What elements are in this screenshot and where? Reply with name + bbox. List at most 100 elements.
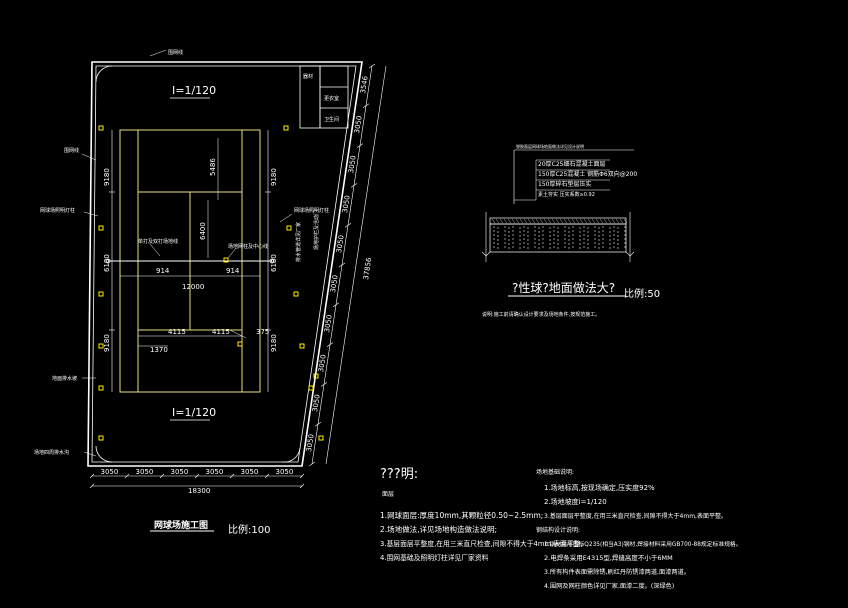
- label-net-post: 场地网柱及中心线: [228, 243, 268, 250]
- room-block-right: [319, 65, 349, 129]
- notes-item-1: 1.网球面层:厚度10mm,其颗粒径0.50~2.5mm;: [380, 510, 543, 520]
- light-post-marker: [98, 435, 104, 441]
- dim-914-right: 914: [226, 267, 240, 275]
- light-post-marker: [98, 291, 104, 297]
- dim-diagonal-seg: 3050: [329, 274, 340, 293]
- section-detail-text: 塑胶面层网球场地面做法详见设计说明 20厚C25细石混凝土面层 150厚C25混…: [482, 143, 660, 318]
- light-post-marker: [237, 341, 243, 347]
- section-title: ?性球?地面做法大?: [512, 280, 615, 295]
- dim-bottom-seg: 3050: [241, 468, 259, 476]
- label-room-2: 更衣室: [324, 95, 339, 102]
- net-post-left: [105, 258, 111, 264]
- label-room-3: 卫生间: [324, 116, 339, 123]
- dim-right-mid: 6180: [270, 254, 278, 272]
- slope-label-bottom: I=1/120: [172, 406, 216, 419]
- corner-arc-br: [281, 447, 301, 463]
- dim-diagonal-seg: 3050: [353, 115, 364, 134]
- section-layer-1: 20厚C25细石混凝土面层: [538, 160, 605, 168]
- notes-col2-item-3: 3.基层面层平整度,在用三米直尺检查,间隙不得大于4mm,表面平整。: [544, 512, 727, 520]
- light-post-marker: [283, 125, 289, 131]
- diagonal-dim-labels: 3546 3050 3050 3050 3050 3050 3050 3050 3050 3050: [305, 75, 370, 453]
- section-layer-3: 150厚碎石垫层压实: [538, 180, 591, 188]
- dim-right-top: 9180: [270, 168, 278, 186]
- dim-bottom-seg: 3050: [171, 468, 189, 476]
- section-note: 说明:施工前请确认设计要求及场地条件,按规范施工。: [482, 311, 600, 318]
- plan-scale: 比例:100: [228, 523, 270, 536]
- dim-left-top: 9180: [103, 168, 111, 186]
- light-post-marker: [293, 291, 299, 297]
- dim-4115-right: 4115: [212, 328, 230, 336]
- net-post-right: [269, 258, 275, 264]
- light-post-marker: [313, 373, 319, 379]
- dim-diagonal-seg: 3050: [317, 354, 328, 373]
- section-detail: [481, 149, 635, 297]
- label-fence-left: 围网线: [64, 147, 79, 154]
- section-base-layer: [489, 223, 627, 253]
- dim-diagonal-seg: 3050: [335, 235, 346, 254]
- light-post-marker: [98, 343, 104, 349]
- dim-right-bottom: 9180: [270, 334, 278, 352]
- fence-outer: [87, 61, 363, 467]
- notes-col3-item-4: 4.围网及网柱颜色详见厂家,面漆二度。(深绿色): [544, 582, 674, 590]
- section-hatch: [491, 218, 628, 249]
- label-court-line: 单打及双打场地线: [138, 238, 178, 245]
- fence-inner: [91, 65, 357, 463]
- label-room-1: 器材: [303, 73, 313, 80]
- label-corner-bottom: 场地四周排水沟: [34, 449, 69, 456]
- label-right-vertical: 场地护栏及活动门: [313, 210, 320, 250]
- light-post-marker: [98, 385, 104, 391]
- dim-diagonal-seg: 3050: [311, 394, 322, 413]
- dim-bottom-seg: 3050: [136, 468, 154, 476]
- label-fence-top: 围网线: [168, 49, 183, 56]
- light-post-marker: [318, 435, 324, 441]
- section-layer-2: 150厚C25混凝土 钢筋Φ6双向@200: [538, 170, 637, 178]
- dim-12000: 12000: [182, 283, 204, 291]
- light-post-marker: [286, 225, 292, 231]
- notes-col3-heading: 钢结构设计说明:: [536, 526, 580, 534]
- light-post-marker: [299, 343, 305, 349]
- notes-col3-item-1: 1.钢材采用国标Q235(相当A3)钢材,焊接材料采用GB700-88规定标准规…: [544, 540, 742, 548]
- notes-item-2: 2.场地做法,详见场地构造做法说明;: [380, 524, 497, 534]
- dim-left-bottom: 9180: [103, 334, 111, 352]
- notes-col2-item-2: 2.场地坡度i=1/120: [544, 497, 607, 506]
- corner-arc-tl: [95, 65, 113, 83]
- dim-diagonal-seg: 3546: [359, 75, 370, 94]
- dim-bottom-seg: 3050: [206, 468, 224, 476]
- dim-375: 375: [256, 328, 269, 336]
- label-drain-left: 地面排水坡: [52, 375, 77, 382]
- dim-diagonal-seg: 3050: [347, 155, 358, 174]
- dim-diagonal-seg: 3050: [341, 195, 352, 214]
- notes-col3-item-3: 3.所有构件表面需除锈,刷红丹防锈漆两道,面漆两道。: [544, 568, 690, 576]
- plan-title: 网球场施工图: [154, 519, 208, 531]
- label-light-right: 网球场照明灯柱: [294, 207, 329, 214]
- dim-bottom-seg: 3050: [276, 468, 294, 476]
- section-layer-4: 素土夯实 压实系数≥0.92: [538, 191, 595, 198]
- dim-4115-left: 4115: [168, 328, 186, 336]
- corner-arc-bl: [95, 445, 113, 463]
- dim-diagonal-seg: 3050: [323, 314, 334, 333]
- dim-bottom-seg: 3050: [101, 468, 119, 476]
- bottom-dim-labels: 3050 3050 3050 3050 3050 3050: [101, 468, 294, 476]
- notes-heading: ???明:: [380, 467, 418, 482]
- label-pipe-right: 排水管道详见厂家: [295, 222, 302, 262]
- section-header: 塑胶面层网球场地面做法详见设计说明: [516, 143, 584, 149]
- notes-col2-item-1: 1.场地标高,按现场确定,压实度92%: [544, 483, 655, 492]
- court-plan-text: I=1/120 I=1/120 围网线 围网线 网球场照明灯柱 地面排水坡 场地…: [34, 49, 373, 536]
- notes-sub: 面层: [382, 491, 394, 498]
- dim-inner-mid: 6400: [199, 222, 207, 240]
- notes-col2-heading: 场地基础说明:: [536, 468, 574, 476]
- dim-914-left: 914: [156, 267, 170, 275]
- light-posts: [98, 125, 324, 441]
- dim-left-mid: 6180: [103, 254, 111, 272]
- notes-col3-item-2: 2.电焊条采用E4315型,焊缝高度不小于6MM: [544, 553, 673, 562]
- notes-item-3: 3.基层面层平整度,在用三米直尺检查,间隙不得大于4mm,表面平整;: [380, 539, 583, 548]
- label-light-left: 网球场照明灯柱: [40, 207, 75, 214]
- light-post-marker: [223, 257, 229, 263]
- dim-diagonal-seg: 3050: [305, 434, 316, 453]
- design-notes: ???明: 面层 1.网球面层:厚度10mm,其颗粒径0.50~2.5mm; 2…: [380, 467, 742, 590]
- light-post-marker: [98, 225, 104, 231]
- dim-bottom-total: 18300: [188, 487, 210, 495]
- section-scale: 比例:50: [624, 287, 660, 300]
- dim-inner-top: 5486: [209, 158, 217, 176]
